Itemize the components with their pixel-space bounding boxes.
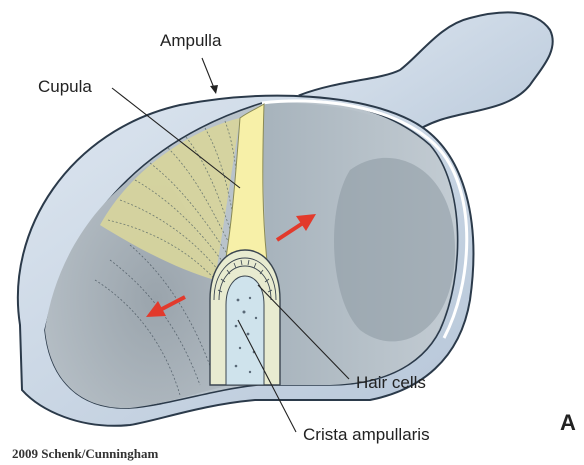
leader-ampulla <box>202 58 214 88</box>
label-hair-cells: Hair cells <box>356 373 426 392</box>
image-credit: 2009 Schenk/Cunningham <box>12 446 158 461</box>
panel-letter: A <box>560 410 576 435</box>
crista-ampullaris-core <box>226 276 264 385</box>
label-ampulla: Ampulla <box>160 31 222 50</box>
endolymph-right-inner-oval <box>334 158 455 342</box>
leader-ampulla-arrowhead <box>210 85 218 94</box>
label-cupula: Cupula <box>38 77 92 96</box>
label-crista-ampullaris: Crista ampullaris <box>303 425 430 444</box>
